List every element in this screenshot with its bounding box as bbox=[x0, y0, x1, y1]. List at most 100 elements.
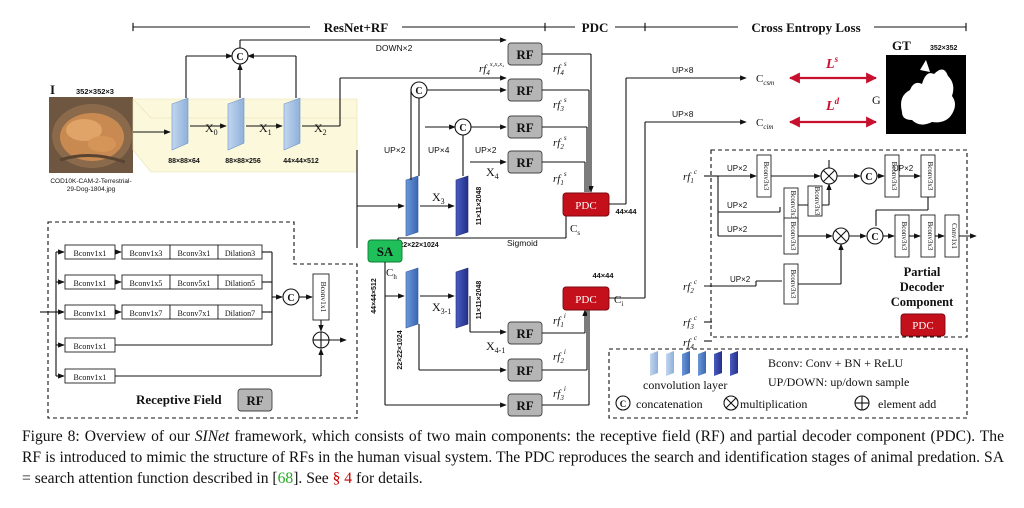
caption-part3: for details. bbox=[352, 470, 423, 487]
legend-box: convolution layer Bconv: Conv + BN + ReL… bbox=[608, 348, 968, 419]
gt-mask bbox=[886, 55, 966, 134]
svg-text:Cs: Cs bbox=[570, 223, 580, 237]
pd-up2-e: UP×2 bbox=[893, 164, 914, 173]
conv-x4-block bbox=[455, 175, 469, 237]
pd-rf2: rf bbox=[683, 281, 692, 293]
pd-rf1-sub: 1 bbox=[690, 177, 694, 185]
rf-s3-sub: 3 bbox=[559, 105, 564, 113]
svg-text:Ch: Ch bbox=[386, 267, 397, 281]
ccim-sub: cim bbox=[763, 123, 773, 131]
up4-label: UP×4 bbox=[428, 145, 450, 155]
pd-concat-2: C bbox=[871, 232, 878, 243]
rf-i2-sub: 2 bbox=[560, 357, 564, 365]
pd-rf1: rf bbox=[683, 171, 692, 183]
loss-section: Ccsm Ccim Ls Ld G GT 352×352 bbox=[756, 38, 966, 134]
pd-rf4-sup: c bbox=[694, 334, 698, 342]
rf-row3-b7x1-label: Bconv7x1 bbox=[178, 309, 211, 318]
sigmoid-label: Sigmoid bbox=[507, 238, 538, 248]
figure-caption: Figure 8: Overview of our SINet framewor… bbox=[22, 426, 1004, 489]
svg-text:X1: X1 bbox=[259, 121, 272, 137]
input-filename-1: COD10K-CAM-2-Terrestrial- bbox=[50, 178, 131, 185]
backbone-region: X0 X1 X2 88×88×64 88×88×256 44×44×512 bbox=[132, 97, 358, 173]
pdc-blocks: PDC 44×44 Cs PDC 44×44 Ci UP×8 UP×8 bbox=[562, 65, 747, 311]
caption-sec[interactable]: § 4 bbox=[332, 470, 353, 487]
gt-label: GT bbox=[892, 38, 911, 53]
svg-text:Ld: Ld bbox=[825, 96, 840, 114]
ls-label: L bbox=[825, 57, 835, 72]
ld-label: L bbox=[825, 99, 835, 114]
rf-title: Receptive Field bbox=[136, 392, 222, 407]
receptive-field-box: Bconv1x1 Bconv1x3 Bconv3x1 Dilation3 Bco… bbox=[40, 221, 358, 419]
header-cross-entropy: Cross Entropy Loss bbox=[751, 20, 860, 35]
rf-row3-b1x7-label: Bconv1x7 bbox=[130, 309, 163, 318]
ci-sub: i bbox=[621, 300, 623, 308]
rf-row2-b1x5-label: Bconv1x5 bbox=[130, 279, 163, 288]
ls-sup: s bbox=[834, 54, 839, 64]
pd-up2-d: UP×2 bbox=[730, 275, 751, 284]
rf-module-3-label: RF bbox=[516, 120, 533, 135]
rf-row1-d3-label: Dilation3 bbox=[225, 249, 255, 258]
svg-text:rf4s: rf4s bbox=[553, 60, 567, 77]
svg-text:Ci: Ci bbox=[614, 294, 623, 308]
dog-photo bbox=[49, 97, 133, 173]
caption-ref[interactable]: 68 bbox=[277, 470, 294, 487]
rf-row1-b1x3-label: Bconv1x3 bbox=[130, 249, 163, 258]
svg-text:Ls: Ls bbox=[825, 54, 839, 72]
legend-conv-layer: convolution layer bbox=[643, 378, 727, 392]
conv-x3-1-block bbox=[405, 267, 419, 329]
ch-sub: h bbox=[393, 273, 397, 281]
up8-bottom-label: UP×8 bbox=[672, 109, 694, 119]
rf-i1-sup: i bbox=[564, 312, 566, 320]
legend-element-add: element add bbox=[878, 397, 936, 411]
pd-title-2: Decoder bbox=[900, 280, 945, 294]
up8-top-label: UP×8 bbox=[672, 65, 694, 75]
lower-branch: X3-1 X4-1 22×22×1024 11×11×2048 RF RF RF… bbox=[385, 267, 590, 417]
pd-title-3: Component bbox=[891, 295, 954, 309]
rf-s4-sub: 4 bbox=[560, 69, 564, 77]
pd-rf2-sub: 2 bbox=[690, 287, 694, 295]
x3-1-label: X bbox=[432, 300, 441, 314]
gt-size: 352×352 bbox=[930, 45, 958, 52]
rf-badge-label: RF bbox=[246, 393, 263, 408]
rf-s1-sub: 1 bbox=[560, 179, 564, 187]
top-concat-c: C bbox=[236, 52, 243, 63]
x4-label: X bbox=[486, 165, 495, 179]
x4-sub: 4 bbox=[495, 172, 499, 181]
svg-text:rf1c: rf1c bbox=[683, 168, 698, 185]
rf-s4: rf bbox=[553, 63, 562, 75]
pd-rf2-sup: c bbox=[694, 278, 698, 286]
rf-i1: rf bbox=[553, 315, 562, 327]
x2-label: X bbox=[314, 121, 323, 135]
rf-row2-d5-label: Dilation5 bbox=[225, 279, 255, 288]
header-resnet-rf: ResNet+RF bbox=[324, 20, 389, 35]
pd-up2-b: UP×2 bbox=[727, 201, 748, 210]
rf-i2-sup: i bbox=[564, 348, 566, 356]
x1-sub: 1 bbox=[268, 128, 272, 137]
rf-i1-sub: 1 bbox=[560, 321, 564, 329]
ci-label: C bbox=[614, 294, 621, 306]
svg-text:X3-1: X3-1 bbox=[432, 300, 451, 316]
rf-module-4-label: RF bbox=[516, 155, 533, 170]
x1-label: X bbox=[259, 121, 268, 135]
rf-top4-sup: x₂x₃x₄ bbox=[489, 62, 504, 68]
input-filename-2: 29-Dog-1804.jpg bbox=[67, 186, 116, 193]
upper-concat-2: C bbox=[459, 123, 466, 134]
svg-text:X0: X0 bbox=[205, 121, 218, 137]
ccsm-label: C bbox=[756, 73, 763, 85]
rf-bconv1x1-vertical-label: Bconv1x1 bbox=[319, 282, 328, 313]
g-label: G bbox=[872, 93, 881, 107]
up2-label: UP×2 bbox=[384, 145, 406, 155]
pd-bconv-1-label: Bconv3x3 bbox=[762, 162, 770, 191]
rf-row1-b3x1-label: Bconv3x1 bbox=[178, 249, 211, 258]
svg-text:X4: X4 bbox=[486, 165, 499, 181]
cs-sub: s bbox=[577, 229, 580, 237]
ch-label: C bbox=[386, 267, 393, 279]
sinet-diagram: ResNet+RF PDC Cross Entropy Loss I 352×3… bbox=[40, 19, 977, 419]
conv-x4-1-block bbox=[455, 267, 469, 329]
svg-text:rf4c: rf4c bbox=[683, 334, 698, 351]
svg-text:rf3c: rf3c bbox=[683, 314, 698, 331]
pd-rf4-sub: 4 bbox=[690, 343, 694, 351]
pd-conv1x1-label: Conv1x1 bbox=[950, 223, 958, 249]
rf-s1-sup: s bbox=[564, 170, 567, 178]
x2-sub: 2 bbox=[323, 128, 327, 137]
